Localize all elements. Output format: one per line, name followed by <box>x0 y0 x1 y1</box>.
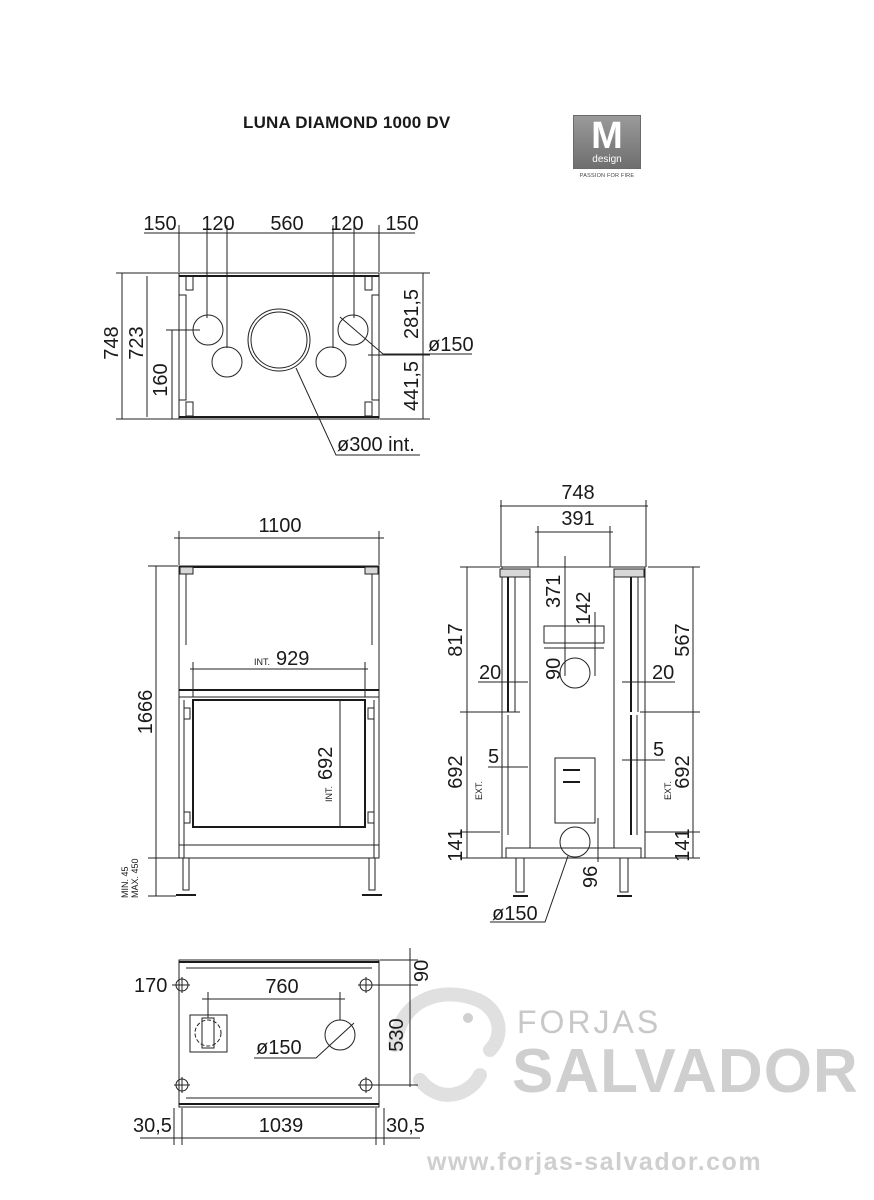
top-dim-150-left: 150 <box>143 213 176 235</box>
logo-word: design <box>592 154 622 165</box>
side-dim-391: 391 <box>561 508 594 530</box>
base-dim-30-5-right: 30,5 <box>386 1115 425 1137</box>
front-dim-1666: 1666 <box>135 690 157 735</box>
front-leg-left <box>182 857 190 891</box>
top-dim-flue-300: ø300 int. <box>337 434 415 456</box>
flue-outlet-4 <box>337 314 369 346</box>
side-dim-inlet: ø150 <box>492 903 538 925</box>
side-dim-5-right: 5 <box>653 739 664 761</box>
side-dim-141-left: 141 <box>445 828 467 861</box>
side-dim-141-right: 141 <box>672 828 694 861</box>
top-dim-281-5: 281,5 <box>401 289 423 339</box>
side-dim-20-left: 20 <box>479 662 501 684</box>
base-view: 170 760 ø150 90 530 30,5 1039 30,5 <box>133 948 433 1145</box>
base-dim-90: 90 <box>411 960 433 982</box>
front-view-body <box>178 565 380 859</box>
top-dim-441-5: 441,5 <box>401 361 423 411</box>
side-air-inlet <box>559 826 591 858</box>
top-view-body <box>178 272 380 420</box>
side-dim-567: 567 <box>672 623 694 656</box>
top-dim-748: 748 <box>101 326 123 359</box>
side-dim-96: 96 <box>580 866 602 888</box>
flue-outlet-3 <box>315 346 347 378</box>
base-dim-170: 170 <box>134 975 167 997</box>
side-dim-20-right: 20 <box>652 662 674 684</box>
front-dim-1100: 1100 <box>258 515 301 537</box>
front-dim-692: 692 <box>315 747 337 780</box>
base-dim-inlet: ø150 <box>256 1037 302 1059</box>
side-dim-142: 142 <box>573 592 595 625</box>
logo-letter: M <box>591 115 623 157</box>
side-leg-right <box>619 857 629 893</box>
side-dim-90: 90 <box>543 658 565 680</box>
base-dim-760: 760 <box>265 976 298 998</box>
side-dim-817: 817 <box>445 623 467 656</box>
front-glass <box>192 699 366 828</box>
top-dim-723: 723 <box>126 326 148 359</box>
side-ext-prefix-left: EXT. <box>474 781 484 800</box>
top-view: 150 120 560 120 150 748 723 160 281,5 44… <box>101 213 474 456</box>
side-dim-748: 748 <box>561 482 594 504</box>
front-int-prefix-vertical: INT. <box>324 786 334 802</box>
base-dim-530: 530 <box>386 1018 408 1051</box>
main-flue-outline <box>247 308 311 372</box>
side-dim-5-left: 5 <box>488 746 499 768</box>
front-view: 1100 INT. 929 INT. 692 1666 MIN. 45 MAX.… <box>120 515 384 898</box>
top-dim-flue-150: ø150 <box>428 334 474 356</box>
base-view-body <box>178 959 380 1108</box>
top-dim-120-right: 120 <box>330 213 363 235</box>
front-legs-max: MAX. 450 <box>130 858 140 898</box>
front-int-prefix: INT. <box>254 657 270 667</box>
front-legs-min: MIN. 45 <box>120 866 130 898</box>
drawing-title: LUNA DIAMOND 1000 DV <box>243 113 451 132</box>
top-dim-160: 160 <box>150 363 172 396</box>
side-dim-ext-left: 692 <box>445 755 467 788</box>
front-dim-929: 929 <box>276 648 309 670</box>
top-dim-560: 560 <box>270 213 303 235</box>
flue-outlet-2 <box>211 346 243 378</box>
mdesign-logo: M design <box>573 115 641 169</box>
logo-tagline: PASSION FOR FIRE <box>579 173 635 179</box>
watermark-url: www.forjas-salvador.com <box>427 1148 763 1176</box>
side-flue-collar <box>543 625 605 644</box>
side-leg-left <box>515 857 525 893</box>
top-dim-150-right: 150 <box>385 213 418 235</box>
base-dim-1039: 1039 <box>259 1115 304 1137</box>
base-dim-30-5-left: 30,5 <box>133 1115 172 1137</box>
front-leg-right <box>368 857 376 891</box>
watermark-brand-top: FORJAS <box>517 1004 662 1040</box>
side-dim-371: 371 <box>543 575 565 608</box>
side-view: 748 391 371 142 90 817 692 EXT. 141 20 5… <box>445 482 700 925</box>
side-flue-outlet <box>559 657 591 689</box>
side-dim-ext-right: 692 <box>672 755 694 788</box>
side-ext-prefix-right: EXT. <box>663 781 673 800</box>
watermark-brand-bottom: SALVADOR <box>512 1037 859 1106</box>
top-dim-120-left: 120 <box>201 213 234 235</box>
